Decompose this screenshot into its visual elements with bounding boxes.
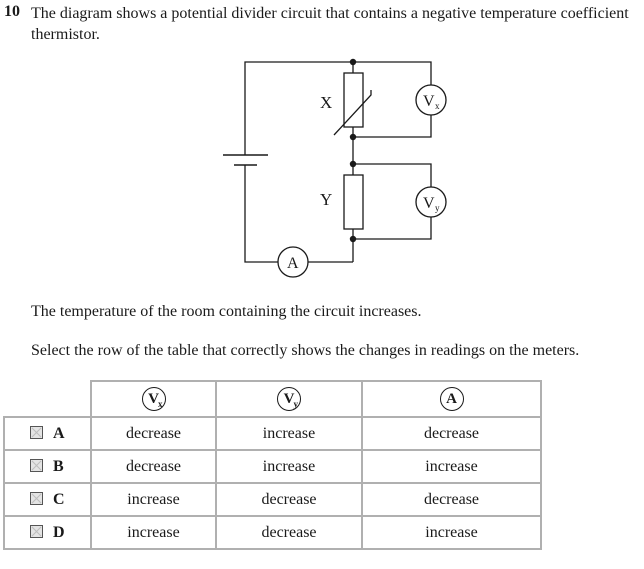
wire-top (244, 61, 432, 155)
question-text: The diagram shows a potential divider ci… (31, 5, 629, 43)
table-row[interactable]: A decrease increase decrease (3, 416, 542, 451)
ammeter-icon (277, 246, 309, 278)
instruction-text: Select the row of the table that correct… (31, 342, 580, 359)
resistor-label: Y (320, 190, 332, 209)
statement-text: The temperature of the room containing t… (31, 303, 422, 320)
ammeter-label: A (287, 255, 299, 272)
voltmeter-y-label: V (423, 195, 435, 212)
checkbox-a[interactable] (30, 425, 43, 439)
checkbox-d[interactable] (30, 524, 43, 538)
checkbox-b[interactable] (30, 458, 43, 472)
voltmeter-x-icon (415, 84, 447, 116)
header-a: A (361, 380, 542, 418)
option-d-cell[interactable]: D (3, 515, 92, 550)
question-number: 10 (4, 3, 20, 20)
svg-text:y: y (435, 203, 440, 213)
voltmeter-y-icon (415, 186, 447, 218)
table-row[interactable]: D increase decrease increase (3, 515, 542, 550)
table-row[interactable]: B decrease increase increase (3, 449, 542, 484)
svg-text:x: x (435, 101, 440, 111)
option-b-cell[interactable]: B (3, 449, 92, 484)
checkbox-c[interactable] (30, 491, 43, 505)
circuit-diagram: X Y V x V y A (223, 58, 447, 278)
table-row[interactable]: C increase decrease decrease (3, 482, 542, 517)
ammeter-icon: A (439, 387, 464, 411)
thermistor-body (343, 72, 364, 128)
resistor-body (343, 174, 364, 230)
thermistor-label: X (320, 93, 332, 112)
option-c-cell[interactable]: C (3, 482, 92, 517)
option-a-cell[interactable]: A (3, 416, 92, 451)
voltmeter-x-label: V (423, 93, 435, 110)
wire-left-bottom (244, 165, 278, 263)
thermistor-slash (333, 90, 372, 136)
